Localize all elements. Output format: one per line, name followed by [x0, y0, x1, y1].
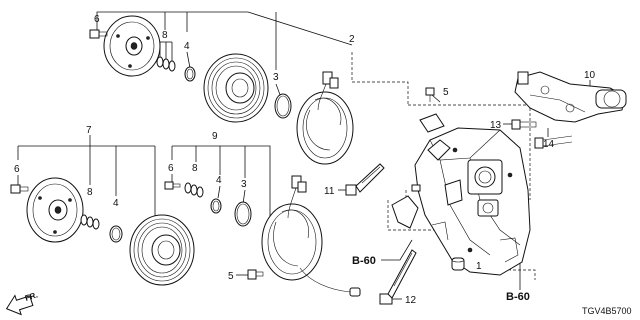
callout-8-top: 8 — [162, 30, 168, 41]
callout-labels: 6 8 4 3 2 5 10 13 14 7 6 8 4 9 6 8 4 3 1… — [14, 14, 596, 306]
bolt-left-6 — [10, 184, 29, 194]
callout-5-lower: 5 — [228, 271, 234, 282]
callout-9: 9 — [212, 131, 218, 142]
clutch-plate-left — [26, 177, 84, 243]
callout-8-left: 8 — [87, 187, 93, 198]
field-coil-top — [296, 71, 354, 165]
callout-14: 14 — [543, 139, 555, 150]
callout-8-middle: 8 — [192, 163, 198, 174]
snap-ring-top-3 — [274, 93, 292, 119]
sensor-bracket-10 — [514, 71, 627, 123]
callout-4-top: 4 — [184, 41, 190, 52]
callout-13: 13 — [490, 120, 502, 131]
compressor-assembly — [391, 113, 531, 276]
bolt-5-lower — [247, 269, 264, 280]
snap-ring-left-4 — [109, 225, 123, 243]
diagram-code: TGV4B5700 — [582, 306, 632, 316]
callout-6-left: 6 — [14, 164, 20, 175]
shims-top-8 — [156, 56, 176, 72]
bolt-11 — [345, 163, 385, 196]
callout-5-top: 5 — [443, 87, 449, 98]
callout-6-top: 6 — [94, 14, 100, 25]
reference-labels: B-60 B-60 — [352, 255, 530, 303]
snap-ring-top-4 — [184, 66, 196, 82]
front-direction-label: FR. — [24, 290, 39, 303]
ref-b60-right: B-60 — [506, 291, 530, 303]
bolt-top-6 — [89, 29, 108, 39]
shims-left-8 — [80, 214, 100, 230]
bolt-13 — [511, 119, 537, 130]
pulley-left — [129, 214, 195, 286]
bolt-middle-6 — [164, 181, 181, 190]
bolt-14 — [534, 135, 573, 149]
snap-ring-middle-3 — [234, 201, 252, 227]
snap-ring-middle-4 — [210, 198, 222, 214]
callout-6-middle: 6 — [168, 163, 174, 174]
clutch-plate-top — [103, 15, 161, 77]
plug-1 — [451, 257, 465, 271]
field-coil-lower — [261, 175, 361, 297]
callout-7: 7 — [86, 125, 92, 136]
front-direction-arrow — [5, 294, 34, 316]
callout-4-middle: 4 — [216, 175, 222, 186]
callout-1: 1 — [476, 261, 482, 272]
pulley-top — [203, 53, 269, 123]
shims-middle-8 — [184, 182, 204, 198]
callout-2: 2 — [349, 34, 355, 45]
clip-5-top — [425, 87, 435, 102]
callout-4-left: 4 — [113, 198, 119, 209]
bolt-12 — [379, 249, 417, 305]
callout-3-top: 3 — [273, 72, 279, 83]
ref-b60-left: B-60 — [352, 255, 376, 267]
callout-12: 12 — [405, 295, 417, 306]
callout-3-middle: 3 — [241, 179, 247, 190]
callout-10: 10 — [584, 70, 596, 81]
callout-11: 11 — [324, 186, 335, 197]
